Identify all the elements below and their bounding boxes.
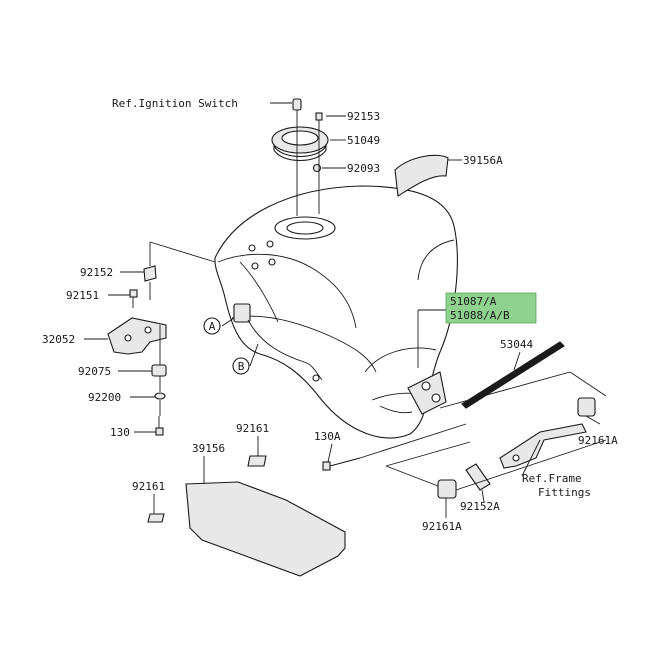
damper-92161-top[interactable] <box>247 455 267 467</box>
part-label-92093[interactable]: 92093 <box>347 162 380 175</box>
ref-frame-fittings-line2: Fittings <box>538 486 591 499</box>
selected-part-highlight <box>445 292 537 324</box>
part-label-39156A[interactable]: 39156A <box>463 154 503 167</box>
screw-92093[interactable] <box>312 163 322 173</box>
part-label-51049[interactable]: 51049 <box>347 134 380 147</box>
callout-a-label: A <box>209 320 216 333</box>
screw-92153[interactable] <box>315 112 323 128</box>
part-label-92152[interactable]: 92152 <box>80 266 113 279</box>
part-label-92161A-right[interactable]: 92161A <box>578 434 618 447</box>
pin-92152A[interactable] <box>465 463 491 491</box>
bracket-32052[interactable] <box>107 317 167 355</box>
washer-92200[interactable] <box>154 392 166 400</box>
ref-ignition-switch-label: Ref.Ignition Switch <box>112 97 238 110</box>
frame-fitting[interactable] <box>499 423 587 469</box>
part-label-92161-top[interactable]: 92161 <box>236 422 269 435</box>
pad-39156A[interactable] <box>394 154 449 197</box>
part-label-39156[interactable]: 39156 <box>192 442 225 455</box>
fuel-tank[interactable] <box>214 185 458 439</box>
bolt-92151[interactable] <box>129 289 138 308</box>
part-label-92075[interactable]: 92075 <box>78 365 111 378</box>
damper-92161-left[interactable] <box>147 513 165 523</box>
fuel-cap-51049[interactable] <box>271 126 329 161</box>
part-label-92151[interactable]: 92151 <box>66 289 99 302</box>
part-label-92153[interactable]: 92153 <box>347 110 380 123</box>
bolt-130[interactable] <box>155 416 164 436</box>
damper-92161A-right[interactable] <box>577 397 596 417</box>
bolt-130A[interactable] <box>322 457 361 471</box>
part-label-53044[interactable]: 53044 <box>500 338 533 351</box>
part-label-92152A[interactable]: 92152A <box>460 500 500 513</box>
ref-frame-fittings-line1: Ref.Frame <box>522 472 582 485</box>
callout-b-label: B <box>238 360 245 373</box>
part-label-92200[interactable]: 92200 <box>88 391 121 404</box>
mat-39156[interactable] <box>185 481 346 577</box>
callout-b: B <box>232 357 250 375</box>
part-label-51087A[interactable]: 51087/A <box>450 295 497 308</box>
part-label-130[interactable]: 130 <box>110 426 130 439</box>
tape-53044[interactable] <box>461 341 565 409</box>
damper-92161A-bottom[interactable] <box>437 479 457 499</box>
part-label-32052[interactable]: 32052 <box>42 333 75 346</box>
ignition-switch-pin[interactable] <box>292 98 302 122</box>
leader-lines <box>84 102 607 518</box>
part-label-92161-left[interactable]: 92161 <box>132 480 165 493</box>
part-label-130A[interactable]: 130A <box>314 430 341 443</box>
callout-a: A <box>203 317 221 335</box>
grommet-92075[interactable] <box>151 364 167 377</box>
part-label-51088AB[interactable]: 51088/A/B <box>450 309 510 322</box>
part-label-92161A-bottom[interactable]: 92161A <box>422 520 462 533</box>
damper-92152[interactable] <box>143 265 157 282</box>
